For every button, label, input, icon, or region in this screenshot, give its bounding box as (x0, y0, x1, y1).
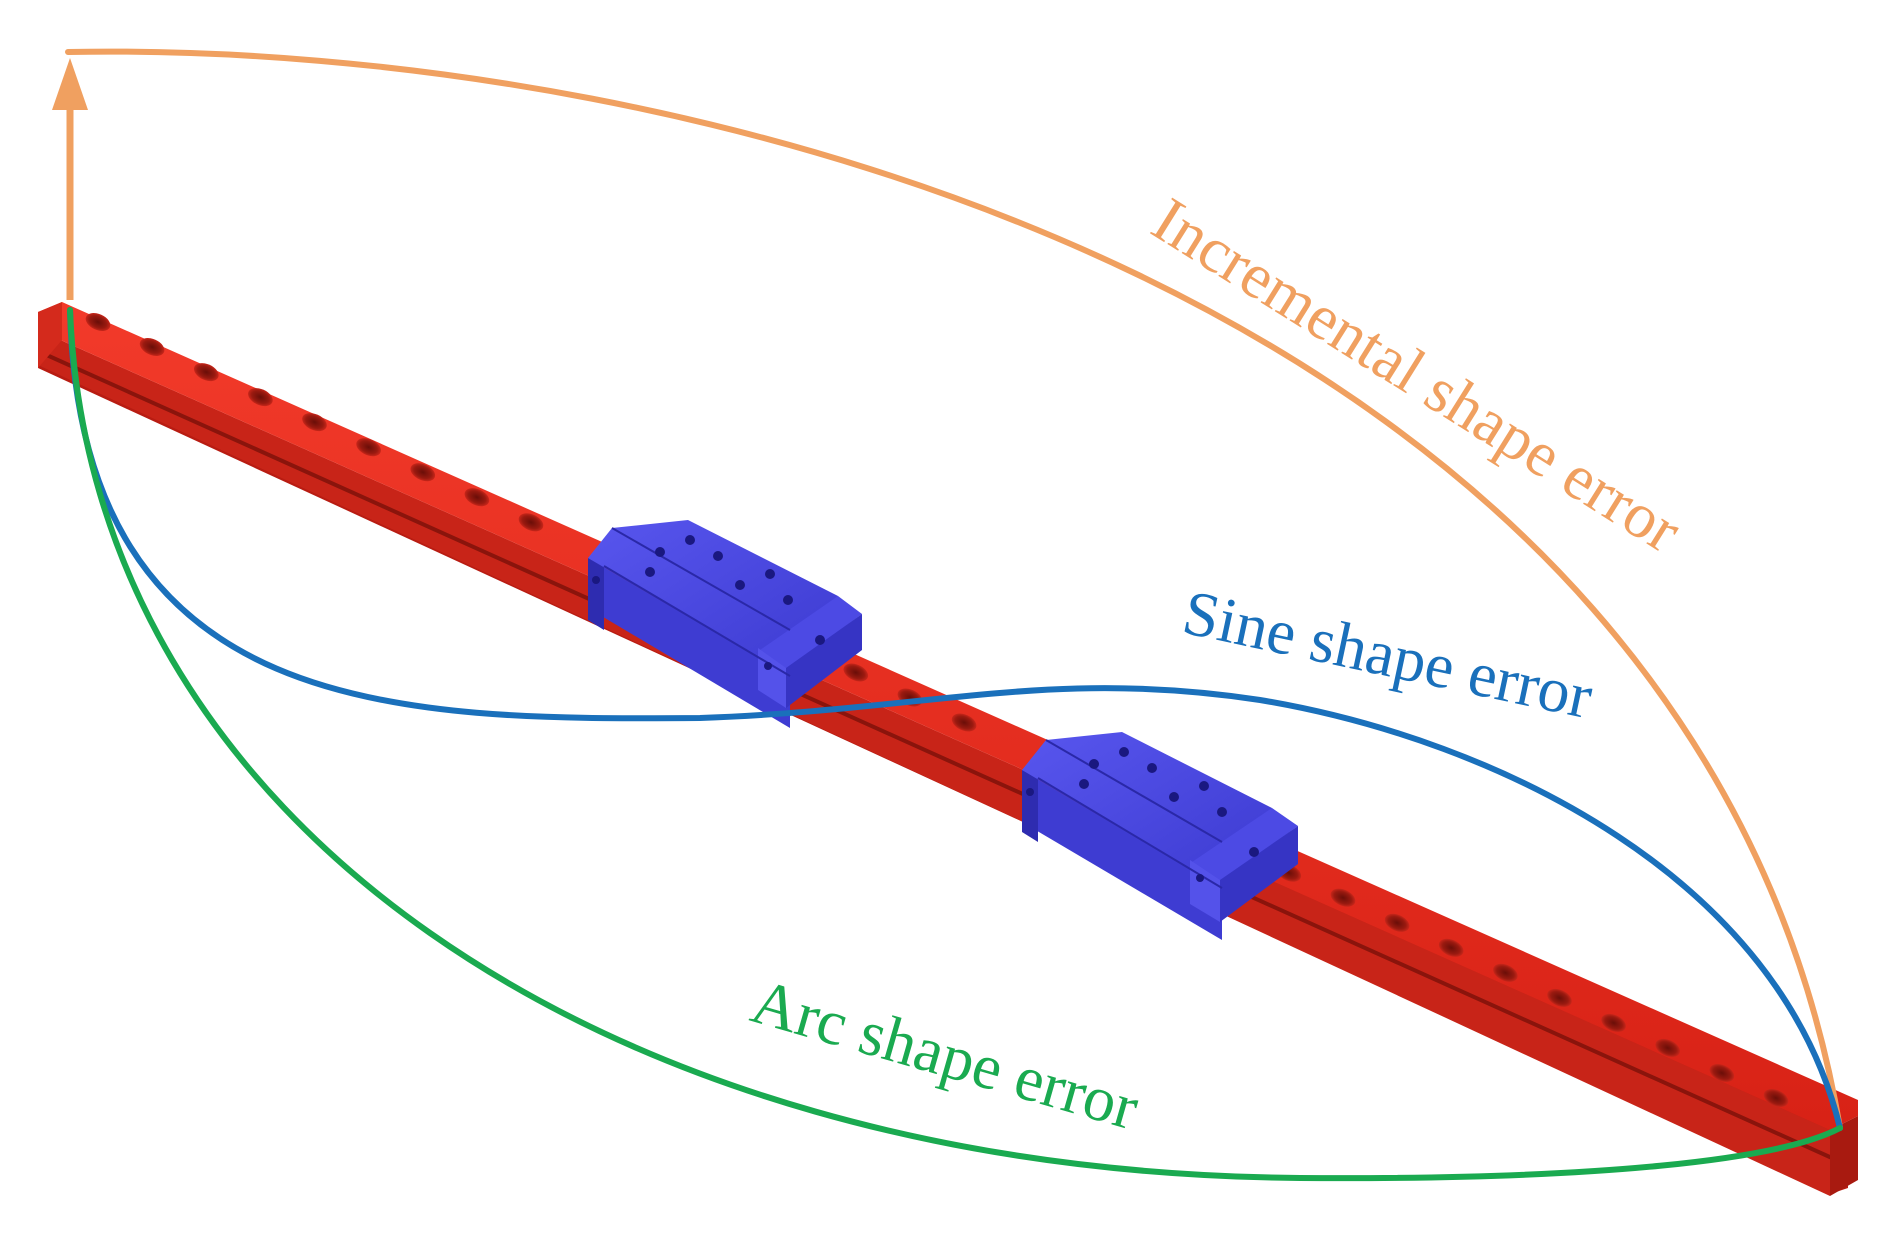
carriage-1-end-top (760, 596, 862, 670)
rail-hole (951, 713, 977, 732)
rail-hole (464, 488, 490, 507)
rail-hole (1763, 1088, 1789, 1108)
rail-hole (139, 337, 165, 357)
rail-hole (193, 363, 219, 382)
carriage-block-1 (588, 520, 862, 728)
carriage-block-2 (1022, 732, 1298, 940)
incremental-error-arrow-head (52, 58, 88, 110)
rail-hole (1655, 1038, 1681, 1057)
rail-hole (1601, 1013, 1626, 1032)
sine-shape-error-curve (67, 307, 1843, 1131)
arc-shape-error-label: Arc shape error (744, 965, 1146, 1143)
rail-hole (518, 513, 544, 532)
carriage-1-end-front (758, 648, 786, 708)
carriage-2-end-top (1192, 808, 1298, 882)
rail-hole (1384, 913, 1410, 932)
rail-hole (1330, 888, 1356, 907)
carriage-2-left-face (1022, 770, 1038, 842)
carriage-2-top-face (1022, 732, 1272, 888)
rail-hole (1709, 1063, 1735, 1083)
rail-hole (85, 312, 111, 332)
rail-groove (39, 350, 1833, 1160)
arc-shape-error-curve (67, 307, 1843, 1182)
carriage-1-front-face (588, 558, 790, 728)
rail-hole (410, 463, 436, 482)
carriage-1-left-face (588, 558, 604, 630)
rail-front-face (38, 330, 1830, 1196)
carriage-1-end-side (786, 614, 862, 708)
rail-hole (1547, 988, 1572, 1007)
carriage-1-top-face (588, 520, 838, 676)
rail-hole (1438, 938, 1464, 957)
rail-hole (248, 388, 273, 407)
rail-hole (843, 663, 869, 682)
incremental-shape-error-label: Incremental shape error (1141, 184, 1694, 566)
incremental-shape-error-curve (65, 48, 1843, 1131)
carriage-2-end-side (1220, 826, 1298, 922)
rail-hole (302, 413, 327, 432)
rail-hole (356, 438, 381, 457)
rail-hole (1493, 963, 1518, 982)
rail-right-end (1830, 1116, 1858, 1196)
sine-shape-error-label: Sine shape error (1177, 576, 1599, 732)
rail-left-end (38, 302, 62, 368)
carriage-2-front-face (1022, 770, 1222, 940)
